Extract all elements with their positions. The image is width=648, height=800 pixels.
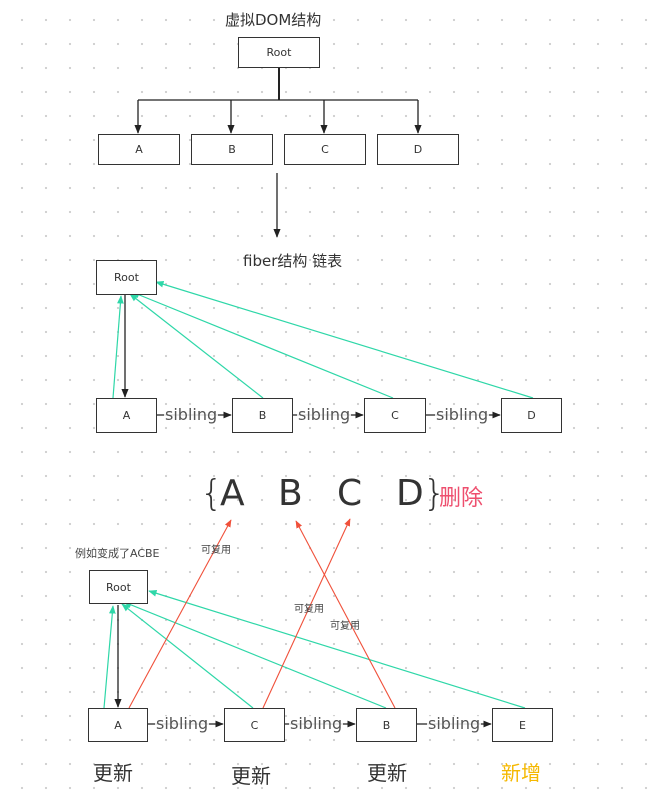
sibling-label: sibling [427, 714, 482, 733]
open-brace: { [200, 473, 223, 514]
new-return-c [121, 603, 254, 709]
status-added-e: 新增 [501, 761, 541, 785]
fiber-return-d [155, 281, 534, 399]
vdom-root-node[interactable]: Root [238, 37, 320, 68]
old-item-c: C [337, 473, 363, 514]
fiber-node-d[interactable]: D [501, 398, 562, 433]
sibling-label: sibling [289, 714, 344, 733]
vdom-tree-connectors [134, 68, 422, 134]
fiber-return-a [112, 295, 124, 399]
sibling-label: sibling [164, 405, 219, 424]
vdom-node-c[interactable]: C [284, 134, 366, 165]
old-item-a: A [220, 473, 245, 514]
status-update-c: 更新 [231, 764, 271, 788]
status-update-a: 更新 [93, 761, 133, 785]
old-children-list: { A B C D } [200, 472, 446, 518]
new-node-a[interactable]: A [88, 708, 148, 742]
vdom-node-d[interactable]: D [377, 134, 459, 165]
new-node-e[interactable]: E [492, 708, 553, 742]
sibling-label: sibling [297, 405, 352, 424]
delete-label: 删除 [439, 486, 484, 511]
reuse-note-b: 可复用 [330, 621, 360, 632]
fiber-node-c[interactable]: C [364, 398, 426, 433]
reuse-arrow-b [295, 520, 396, 709]
example-note: 例如变成了ACBE [75, 547, 160, 560]
fiber-root-node[interactable]: Root [96, 260, 157, 295]
vdom-node-b[interactable]: B [191, 134, 273, 165]
fiber-return-b [129, 293, 264, 399]
new-root-node[interactable]: Root [89, 570, 148, 604]
reuse-note-c: 可复用 [294, 604, 324, 615]
sibling-label: sibling [155, 714, 210, 733]
fiber-node-b[interactable]: B [232, 398, 293, 433]
close-brace: } [423, 473, 446, 514]
new-list-connectors [103, 518, 526, 728]
fiber-return-c [131, 291, 394, 399]
new-return-a [103, 605, 116, 709]
new-return-b [123, 601, 387, 709]
vdom-title: 虚拟DOM结构 [225, 11, 322, 29]
reuse-arrow-a [128, 519, 232, 709]
new-node-b[interactable]: B [356, 708, 417, 742]
fiber-title: fiber结构 链表 [243, 252, 343, 270]
new-node-c[interactable]: C [224, 708, 285, 742]
status-update-b: 更新 [367, 761, 407, 785]
new-return-e [148, 590, 526, 709]
fiber-list-connectors [112, 281, 534, 419]
old-item-b: B [278, 473, 303, 514]
fiber-node-a[interactable]: A [96, 398, 157, 433]
old-item-d: D [396, 473, 424, 514]
vdom-node-a[interactable]: A [98, 134, 180, 165]
reuse-note-a: 可复用 [201, 545, 231, 556]
reuse-arrow-c [262, 518, 351, 709]
sibling-label: sibling [435, 405, 490, 424]
